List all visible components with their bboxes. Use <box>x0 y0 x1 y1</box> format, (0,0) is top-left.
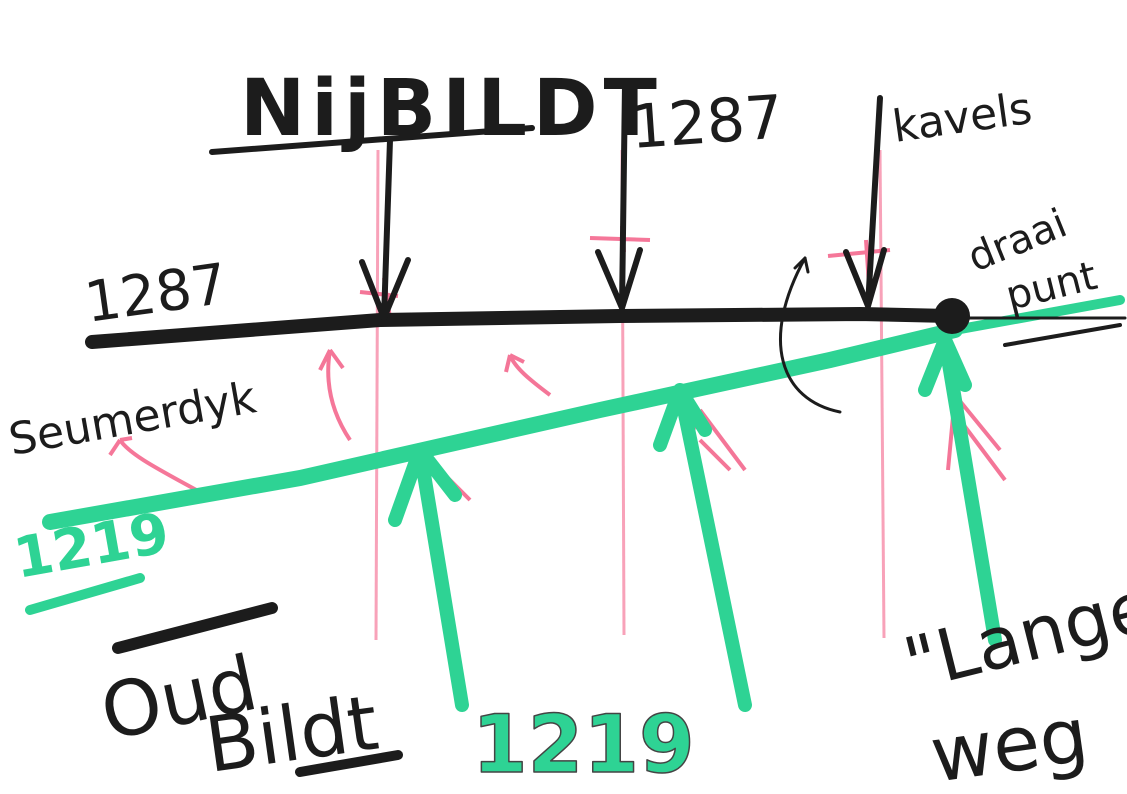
dike-1287 <box>85 298 1127 349</box>
dike-1219-extension <box>950 295 1125 335</box>
label-1219-bottom: 1219 <box>472 698 695 791</box>
draaipunt-dot <box>934 298 970 334</box>
label-lange: "Lange" <box>896 556 1127 707</box>
dike-1287-line <box>85 306 957 349</box>
green-arrow-1 <box>388 443 469 712</box>
kavel-line-3 <box>878 149 886 639</box>
green-arrows <box>388 333 1002 712</box>
black-arrows <box>359 82 887 414</box>
bildt-underline <box>295 750 403 777</box>
punt-underline <box>1003 323 1122 347</box>
pink-arrow-up-1 <box>318 348 352 442</box>
underline-1219-left <box>25 573 145 615</box>
label-weg: weg <box>925 690 1093 794</box>
oud-bildt-bar <box>112 602 278 654</box>
label-1287-top: 1287 <box>628 82 785 162</box>
black-arrow-1 <box>359 137 411 321</box>
draaipunt-curve-arrow <box>779 256 842 414</box>
green-arrow-3 <box>918 333 1002 647</box>
pink-arrow-up-2 <box>504 353 552 397</box>
label-kavels: kavels <box>889 83 1035 153</box>
kavel-line-1 <box>374 149 380 641</box>
label-1287-left: 1287 <box>81 252 231 336</box>
underlines <box>112 125 1122 777</box>
black-arrow-3 <box>843 95 887 309</box>
green-arrow-2 <box>653 383 752 712</box>
kavel-lines <box>374 149 886 641</box>
black-arrow-2 <box>595 82 643 311</box>
dike-1219 <box>25 295 1125 615</box>
dike-1219-line <box>42 322 963 530</box>
title-nijbildt: NijBILDT <box>240 64 663 154</box>
title-underline <box>209 125 535 155</box>
pink-arrow-seumerdyk <box>108 436 201 494</box>
label-1219-left: 1219 <box>9 501 174 592</box>
